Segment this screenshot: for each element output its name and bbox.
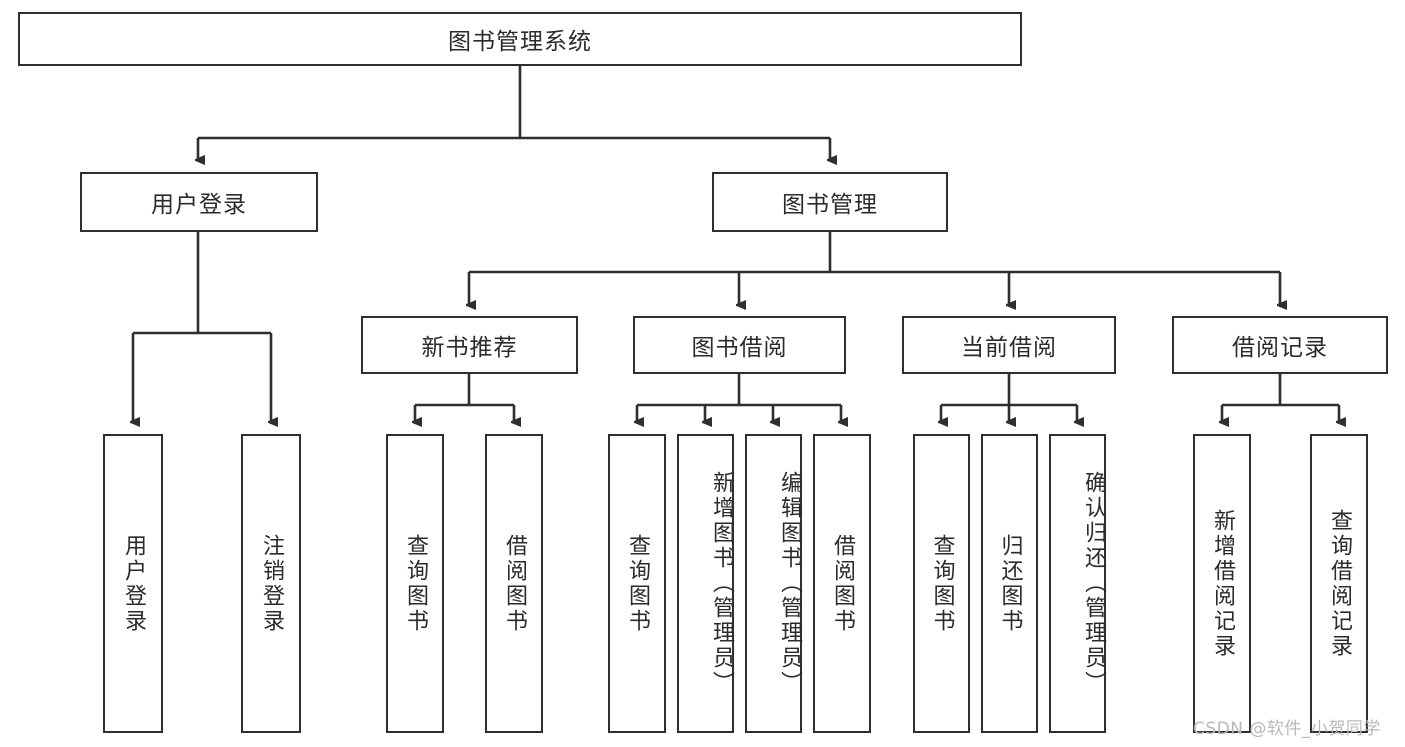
leaf-currentborrow-return-book[interactable]: 归还图书 — [981, 434, 1038, 733]
leaf-user-login-signin[interactable]: 用户登录 — [103, 434, 163, 733]
leaf-bookborrow-add-book-admin[interactable]: 新增图书（管理员） — [677, 434, 734, 733]
leaf-currentborrow-query-book[interactable]: 查询图书 — [913, 434, 970, 733]
node-current-borrow[interactable]: 当前借阅 — [902, 316, 1116, 374]
leaf-newbook-borrow-book[interactable]: 借阅图书 — [485, 434, 543, 733]
leaf-currentborrow-confirm-return-admin[interactable]: 确认归还（管理员） — [1049, 434, 1106, 733]
node-book-borrow[interactable]: 图书借阅 — [633, 316, 846, 374]
leaf-borrowrecord-add-record[interactable]: 新增借阅记录 — [1193, 434, 1251, 733]
leaf-bookborrow-query-book[interactable]: 查询图书 — [608, 434, 666, 733]
leaf-bookborrow-edit-book-admin[interactable]: 编辑图书（管理员） — [745, 434, 802, 733]
node-book-management[interactable]: 图书管理 — [712, 172, 948, 232]
leaf-borrowrecord-query-record[interactable]: 查询借阅记录 — [1310, 434, 1368, 733]
node-user-login[interactable]: 用户登录 — [80, 172, 318, 232]
node-root-library-system[interactable]: 图书管理系统 — [18, 12, 1022, 66]
node-new-book-recommend[interactable]: 新书推荐 — [361, 316, 578, 374]
leaf-newbook-query-book[interactable]: 查询图书 — [386, 434, 444, 733]
leaf-user-login-signout[interactable]: 注销登录 — [241, 434, 301, 733]
csdn-watermark: CSDN @软件_小贺同学 — [1193, 719, 1381, 739]
leaf-bookborrow-borrow-book[interactable]: 借阅图书 — [813, 434, 871, 733]
node-borrow-record[interactable]: 借阅记录 — [1172, 316, 1388, 374]
